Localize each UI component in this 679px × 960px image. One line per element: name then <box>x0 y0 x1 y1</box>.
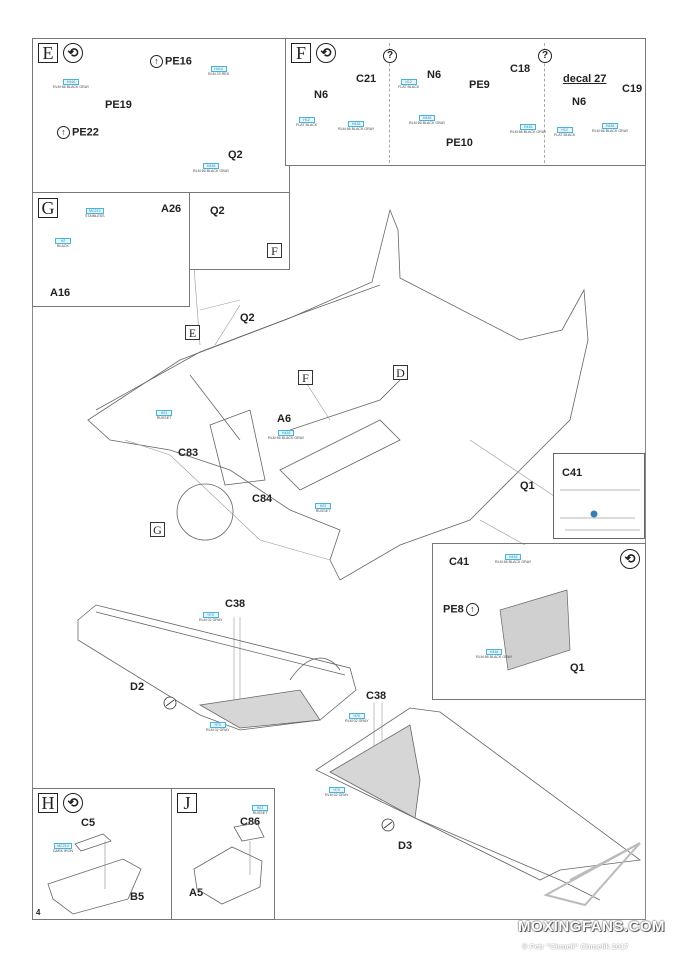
part-label: PE19 <box>105 99 132 111</box>
option-divider <box>544 43 545 163</box>
photo-etch-icon: ↑ <box>465 603 479 616</box>
step-letter: G <box>38 198 58 218</box>
question-mark-icon: ? <box>383 49 397 63</box>
part-label: PE9 <box>469 79 490 91</box>
step-reference-g: G <box>150 522 165 537</box>
part-label: C38 <box>225 598 246 610</box>
step-letter: F <box>291 43 311 63</box>
part-label: D3 <box>398 840 413 852</box>
part-label: A5 <box>189 887 204 899</box>
part-label: D2 <box>130 681 145 693</box>
part-label: N6 <box>427 69 442 81</box>
rotate-arrows-icon: ⟲ <box>63 793 83 813</box>
part-label: C84 <box>252 493 273 505</box>
engine-main-shape <box>176 483 234 541</box>
step-reference-f: F <box>298 370 313 385</box>
question-mark-icon: ? <box>538 49 552 63</box>
step-letter: E <box>38 43 58 63</box>
part-label: A16 <box>50 287 71 299</box>
part-label: N6 <box>572 96 587 108</box>
copyright-notice: © Petr "Chmeli" Chmelík 2017 <box>522 942 629 951</box>
step-reference-e: E <box>185 325 200 340</box>
part-label: Q2 <box>228 149 243 161</box>
part-label: C41 <box>562 467 583 479</box>
h-drawing <box>47 833 142 915</box>
right-wing-outline <box>315 707 642 901</box>
part-label: decal 27 <box>563 73 607 85</box>
part-label: C5 <box>81 817 96 829</box>
detail-c41-panel: C41 <box>553 453 645 539</box>
part-label: ↑PE16 <box>150 55 192 68</box>
part-label: Q1 <box>570 662 585 674</box>
j-drawing <box>193 822 265 905</box>
part-label: C41 <box>449 556 470 568</box>
part-label: B5 <box>130 891 145 903</box>
step-f-panel: F ⟲ ? ? C21 N6 N6 PE9 C18 PE10 decal 27 … <box>285 38 646 166</box>
left-wing-outline <box>77 604 357 731</box>
part-label: Q2 <box>240 312 255 324</box>
part-label: Q1 <box>520 480 535 492</box>
detail-q2-panel: Q2 F <box>189 192 290 270</box>
part-label: C38 <box>366 690 387 702</box>
site-watermark: MOXINGFANS.COM <box>518 918 666 935</box>
rotate-arrows-icon: ⟲ <box>620 549 640 569</box>
drill-symbols <box>163 696 395 832</box>
step-letter: J <box>177 793 197 813</box>
option-divider <box>389 43 390 163</box>
rotate-arrows-icon: ⟲ <box>316 43 336 63</box>
rotate-arrows-icon: ⟲ <box>63 43 83 63</box>
fuselage-outline <box>87 208 589 581</box>
step-reference-d: D <box>393 365 408 380</box>
page-number: 4 <box>36 908 41 917</box>
step-letter: H <box>38 793 58 813</box>
part-label: C18 <box>510 63 531 75</box>
part-label: PE10 <box>446 137 473 149</box>
part-label: C83 <box>178 447 199 459</box>
part-label: A26 <box>161 203 182 215</box>
part-label: N6 <box>314 89 329 101</box>
photo-etch-icon: ↑ <box>57 126 70 139</box>
part-label: C21 <box>356 73 377 85</box>
step-reference-f: F <box>267 243 282 258</box>
part-label: ↑PE22 <box>57 126 99 139</box>
part-label: C19 <box>622 83 643 95</box>
part-label: PE8↑ <box>443 603 481 616</box>
q1-panel-shape <box>499 589 571 671</box>
part-label: A6 <box>277 413 292 425</box>
photo-etch-icon: ↑ <box>150 55 163 68</box>
part-label: Q2 <box>210 205 225 217</box>
logo-plane-icon <box>543 842 641 907</box>
